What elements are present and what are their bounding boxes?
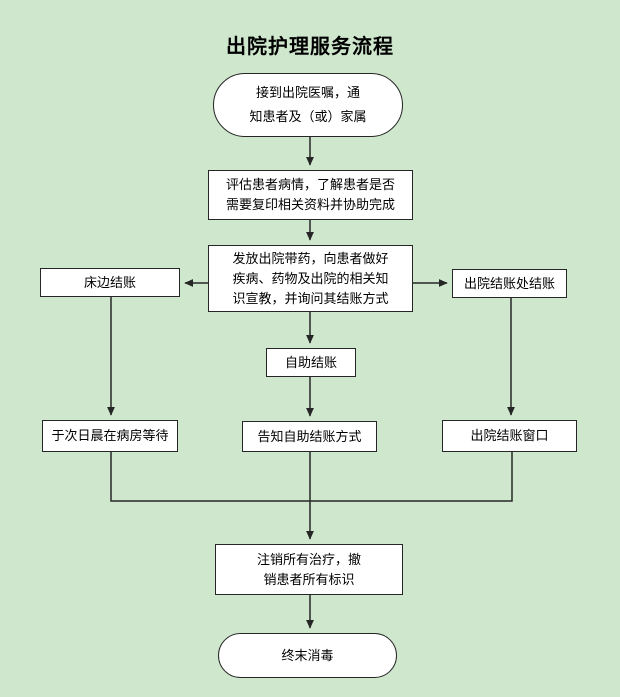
node-bedside-checkout: 床边结账 [40,268,180,297]
merge-line-left-right [110,452,513,502]
node-start-receive-order: 接到出院医嘱，通 知患者及（或）家属 [213,73,403,137]
node-assess-patient: 评估患者病情，了解患者是否 需要复印相关资料并协助完成 [208,170,413,220]
page-title: 出院护理服务流程 [226,36,394,58]
node-self-checkout: 自助结账 [266,348,356,377]
node-cancel-treatments: 注销所有治疗，撤 销患者所有标识 [215,544,403,595]
node-notify-self-checkout: 告知自助结账方式 [242,421,377,452]
node-checkout-window: 出院结账窗口 [442,420,577,452]
node-dispense-meds-educate: 发放出院带药，向患者做好 疾病、药物及出院的相关知 识宣教，并询问其结账方式 [208,245,413,312]
node-terminal-disinfection: 终末消毒 [218,633,397,678]
node-wait-in-ward: 于次日晨在病房等待 [42,420,178,452]
node-checkout-office: 出院结账处结账 [452,269,567,298]
